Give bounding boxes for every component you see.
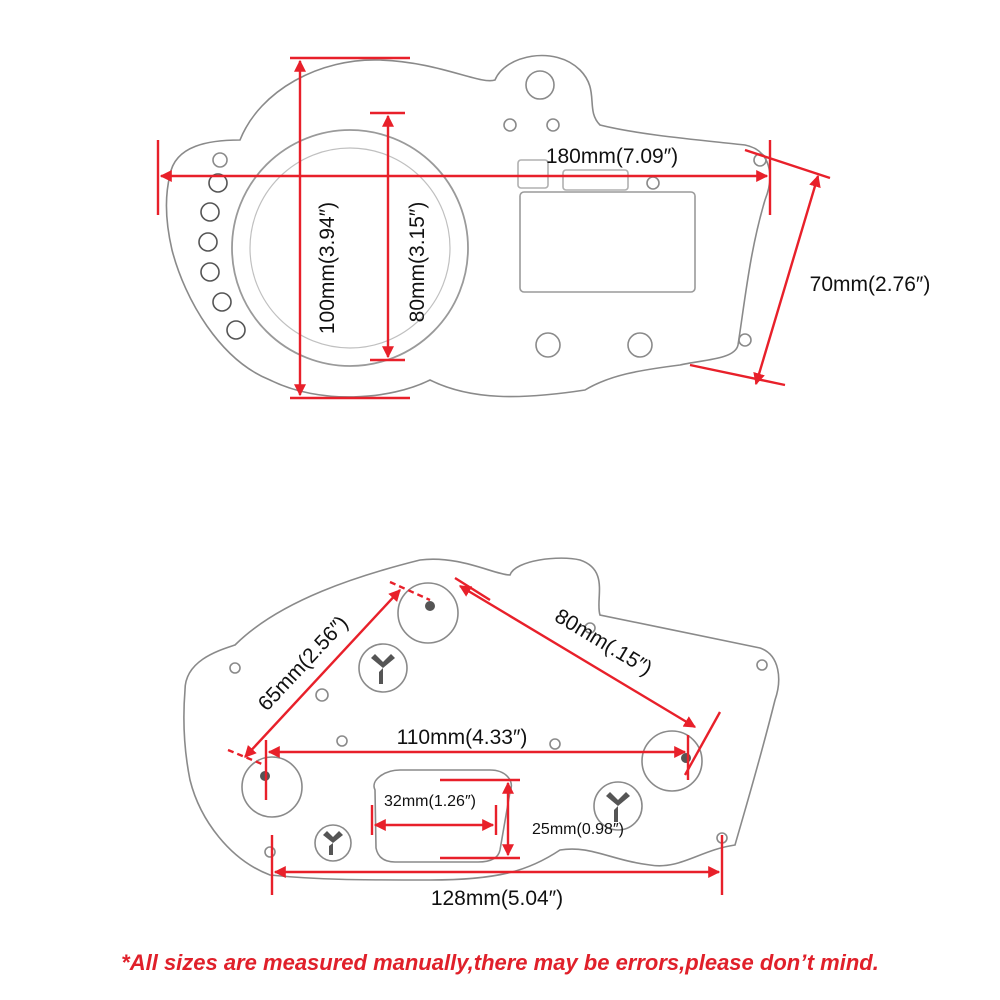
width-180mm-label: 180mm(7.09″): [546, 145, 678, 168]
front-dimensions: [156, 56, 831, 400]
back-dimensions: [227, 576, 724, 895]
span-110mm-label: 110mm(4.33″): [397, 726, 528, 749]
front-gauge-outline: [165, 54, 771, 398]
window-25mm-label: 25mm(0.98″): [532, 821, 624, 838]
width-128mm-label: 128mm(5.04″): [431, 887, 563, 910]
indicator-lights: [198, 173, 246, 340]
hole-65mm-label: 65mm(2.56″): [254, 612, 353, 716]
window-32mm-label: 32mm(1.26″): [384, 793, 476, 810]
height-80mm-label: 80mm(3.15″): [406, 202, 429, 323]
back-gauge-outline: [183, 557, 780, 881]
measurement-disclaimer: *All sizes are measured manually,there m…: [121, 950, 879, 975]
side-70mm-label: 70mm(2.76″): [810, 273, 931, 296]
height-100mm-label: 100mm(3.94″): [316, 202, 339, 334]
